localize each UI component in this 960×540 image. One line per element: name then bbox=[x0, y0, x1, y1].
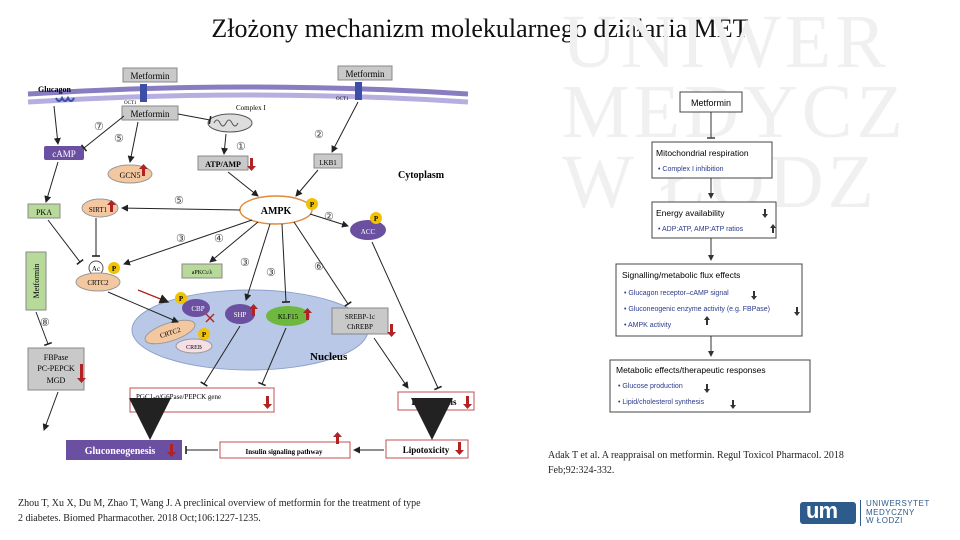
camp-node: cAMP bbox=[52, 149, 76, 159]
step-3b: ③ bbox=[240, 257, 250, 269]
step-4: ④ bbox=[214, 233, 224, 245]
citation-right-line-2: Feb;92:324-332. bbox=[548, 465, 615, 476]
cbp-node: CBP bbox=[191, 305, 204, 313]
klf15-node: KLF15 bbox=[278, 313, 299, 321]
rd-mito-title: Mitochondrial respiration bbox=[656, 148, 749, 158]
crtc2-node: CRTC2 bbox=[87, 279, 109, 287]
rd-energy-item: • ADP:ATP, AMP:ATP ratios bbox=[658, 226, 744, 233]
rd-metformin: Metformin bbox=[691, 98, 731, 108]
logo-line-2: MEDYCZNY bbox=[866, 507, 915, 517]
oct1-label-a: OCT1 bbox=[124, 101, 137, 106]
step-5a: ⑤ bbox=[114, 133, 124, 145]
pgc-gene-line-2: expression bbox=[136, 403, 166, 411]
oct1-label-b: OCT1 bbox=[336, 97, 349, 102]
rd-signal-item-1: • Glucagon receptor–cAMP signal bbox=[624, 290, 729, 297]
university-logo: um UNIWERSYTET MEDYCZNY W ŁODZI bbox=[800, 498, 942, 528]
lkb1-node: LKB1 bbox=[319, 159, 337, 167]
fbpase-node: FBPase bbox=[44, 353, 69, 362]
insulin-signaling-node: Insulin signaling pathway bbox=[245, 448, 323, 456]
mgd-node: MGD bbox=[47, 376, 66, 385]
citation-left-line-2: 2 diabetes. Biomed Pharmacother. 2018 Oc… bbox=[18, 513, 261, 524]
lipogenesis-node: Lipogenesis bbox=[411, 397, 457, 407]
gluconeogenesis-node: Gluconeogenesis bbox=[85, 446, 156, 457]
glucagon-label: Glucagon bbox=[38, 85, 71, 94]
rd-signal-item-3: • AMPK activity bbox=[624, 322, 672, 329]
step-8: ⑧ bbox=[40, 317, 50, 329]
metformin-top-1: Metformin bbox=[131, 71, 170, 81]
rd-signal-title: Signalling/metabolic flux effects bbox=[622, 270, 740, 280]
metformin-effects-flowchart: Metformin Mitochondrial respiration • Co… bbox=[609, 91, 811, 413]
um-logo-mark: um bbox=[800, 498, 856, 524]
logo-text: UNIWERSYTET MEDYCZNY W ŁODZI bbox=[866, 499, 930, 526]
rd-effects-title: Metabolic effects/therapeutic responses bbox=[616, 365, 766, 375]
acc-node: ACC bbox=[361, 228, 376, 236]
rd-mito-item: • Complex I inhibition bbox=[658, 166, 724, 173]
apkc-node: aPKCι/λ bbox=[192, 270, 213, 276]
cytoplasm-label: Cytoplasm bbox=[398, 170, 445, 181]
rd-signal-item-2: • Gluconeogenic enzyme activity (e.g. FB… bbox=[624, 306, 770, 313]
lipotoxicity-node: Lipotoxicity bbox=[403, 445, 450, 455]
crtc2-nucleus-phospho: P bbox=[202, 331, 207, 339]
cbp-phospho: P bbox=[179, 295, 184, 303]
shp-node: SHP bbox=[234, 311, 247, 319]
ampk-phospho: P bbox=[310, 201, 315, 209]
watermark-line-1: UNIWER bbox=[562, 0, 890, 84]
pgc-gene-line-1: PGC1-α/G6Pase/PEPCK gene bbox=[136, 393, 221, 401]
logo-mark-text: um bbox=[806, 498, 838, 523]
ampk-node: AMPK bbox=[261, 206, 292, 217]
atp-amp-node: ATP/AMP bbox=[205, 160, 241, 169]
slide-title: Złożony mechanizm molekularnego działani… bbox=[211, 14, 749, 43]
citation-left-line-1: Zhou T, Xu X, Du M, Zhao T, Wang J. A pr… bbox=[18, 498, 421, 509]
step-7: ⑦ bbox=[94, 121, 104, 133]
metformin-top-2: Metformin bbox=[346, 69, 385, 79]
metformin-side-label: Metformin bbox=[32, 264, 41, 299]
crtc2-phospho: P bbox=[112, 265, 117, 273]
chrebp-node: ChREBP bbox=[347, 323, 373, 331]
citation-right: Adak T et al. A reappraisal on metformin… bbox=[548, 448, 844, 478]
pka-node: PKA bbox=[36, 208, 52, 217]
logo-line-1: UNIWERSYTET bbox=[866, 499, 930, 508]
acetyl-label: Ac bbox=[92, 265, 100, 273]
rd-effects-item-1: • Glucose production bbox=[618, 383, 683, 390]
step-1: ① bbox=[236, 141, 246, 153]
gcn5-node: GCN5 bbox=[120, 171, 141, 180]
creb-node: CREB bbox=[186, 345, 202, 351]
metformin-mechanism-diagram: Metformin Metformin OCT1 OCT1 Glucagon M… bbox=[25, 65, 475, 460]
step-2b: ② bbox=[324, 211, 334, 223]
citation-right-line-1: Adak T et al. A reappraisal on metformin… bbox=[548, 450, 844, 461]
rd-effects-item-2: • Lipid/cholesterol synthesis bbox=[618, 399, 705, 406]
step-2a: ② bbox=[314, 129, 324, 141]
citation-left: Zhou T, Xu X, Du M, Zhao T, Wang J. A pr… bbox=[18, 496, 421, 526]
step-5b: ⑤ bbox=[174, 195, 184, 207]
complex-i-label: Complex I bbox=[236, 104, 266, 112]
step-6: ⑥ bbox=[314, 261, 324, 273]
nucleus-label: Nucleus bbox=[310, 351, 348, 363]
pc-pepck-node: PC-PEPCK bbox=[37, 364, 75, 373]
step-3a: ③ bbox=[176, 233, 186, 245]
logo-line-3: W ŁODZI bbox=[866, 516, 903, 525]
sirt1-node: SIRT1 bbox=[89, 206, 108, 214]
acc-phospho: P bbox=[374, 215, 379, 223]
step-3c: ③ bbox=[266, 267, 276, 279]
metformin-inner: Metformin bbox=[131, 109, 170, 119]
rd-energy-title: Energy availability bbox=[656, 208, 725, 218]
logo-separator bbox=[860, 500, 861, 526]
srebp-node: SREBP-1c bbox=[345, 313, 375, 321]
